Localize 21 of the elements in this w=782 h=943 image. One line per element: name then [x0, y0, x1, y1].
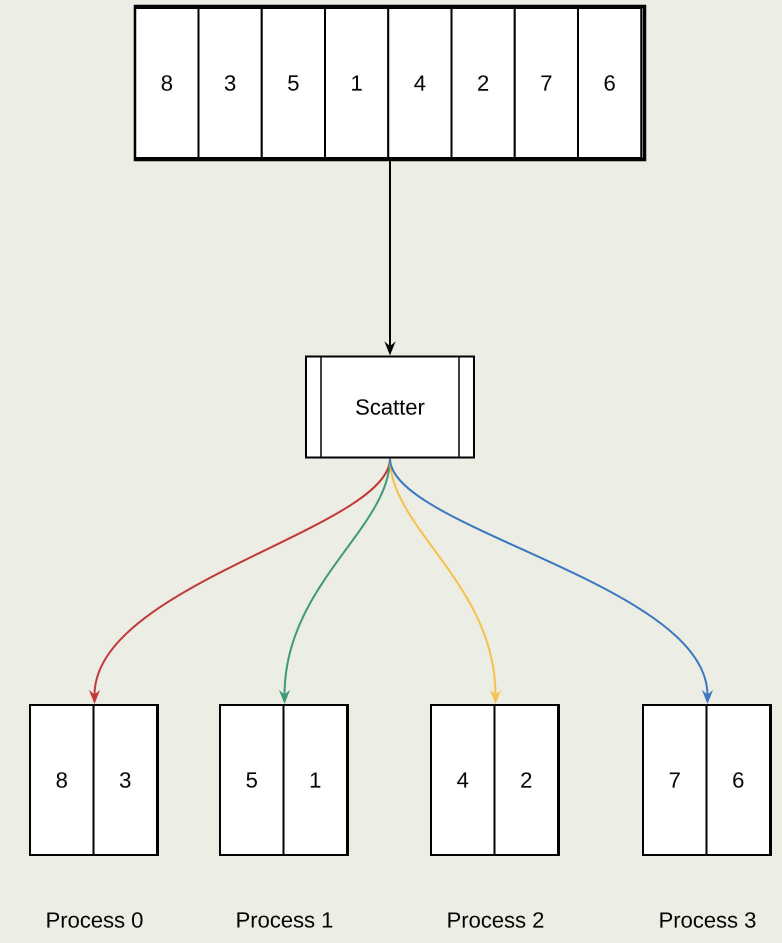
array-cell: 7 — [642, 704, 708, 856]
node-label: Process 1 — [237, 912, 332, 928]
array-cell: 7 — [514, 7, 579, 159]
array-cell: 1 — [324, 7, 390, 159]
array-cell: 8 — [134, 7, 200, 159]
array-cell: 6 — [706, 704, 771, 856]
array-cell: 3 — [92, 704, 158, 856]
array-cell: 5 — [260, 7, 326, 159]
process-box: Scatter — [305, 356, 475, 458]
array-cell: 2 — [494, 704, 559, 856]
array-cell: 5 — [219, 704, 284, 856]
array-cell: 3 — [198, 7, 263, 159]
array-cell: 4 — [387, 7, 452, 159]
node-label: Process 0 — [47, 912, 143, 928]
array-cell: 8 — [29, 704, 94, 856]
array-cell: 4 — [430, 704, 496, 856]
array-cell: 6 — [577, 7, 642, 159]
node-label: Process 2 — [448, 912, 544, 928]
array-cell: 2 — [450, 7, 516, 159]
node-label: Process 3 — [660, 912, 756, 928]
array-cell: 1 — [282, 704, 348, 856]
